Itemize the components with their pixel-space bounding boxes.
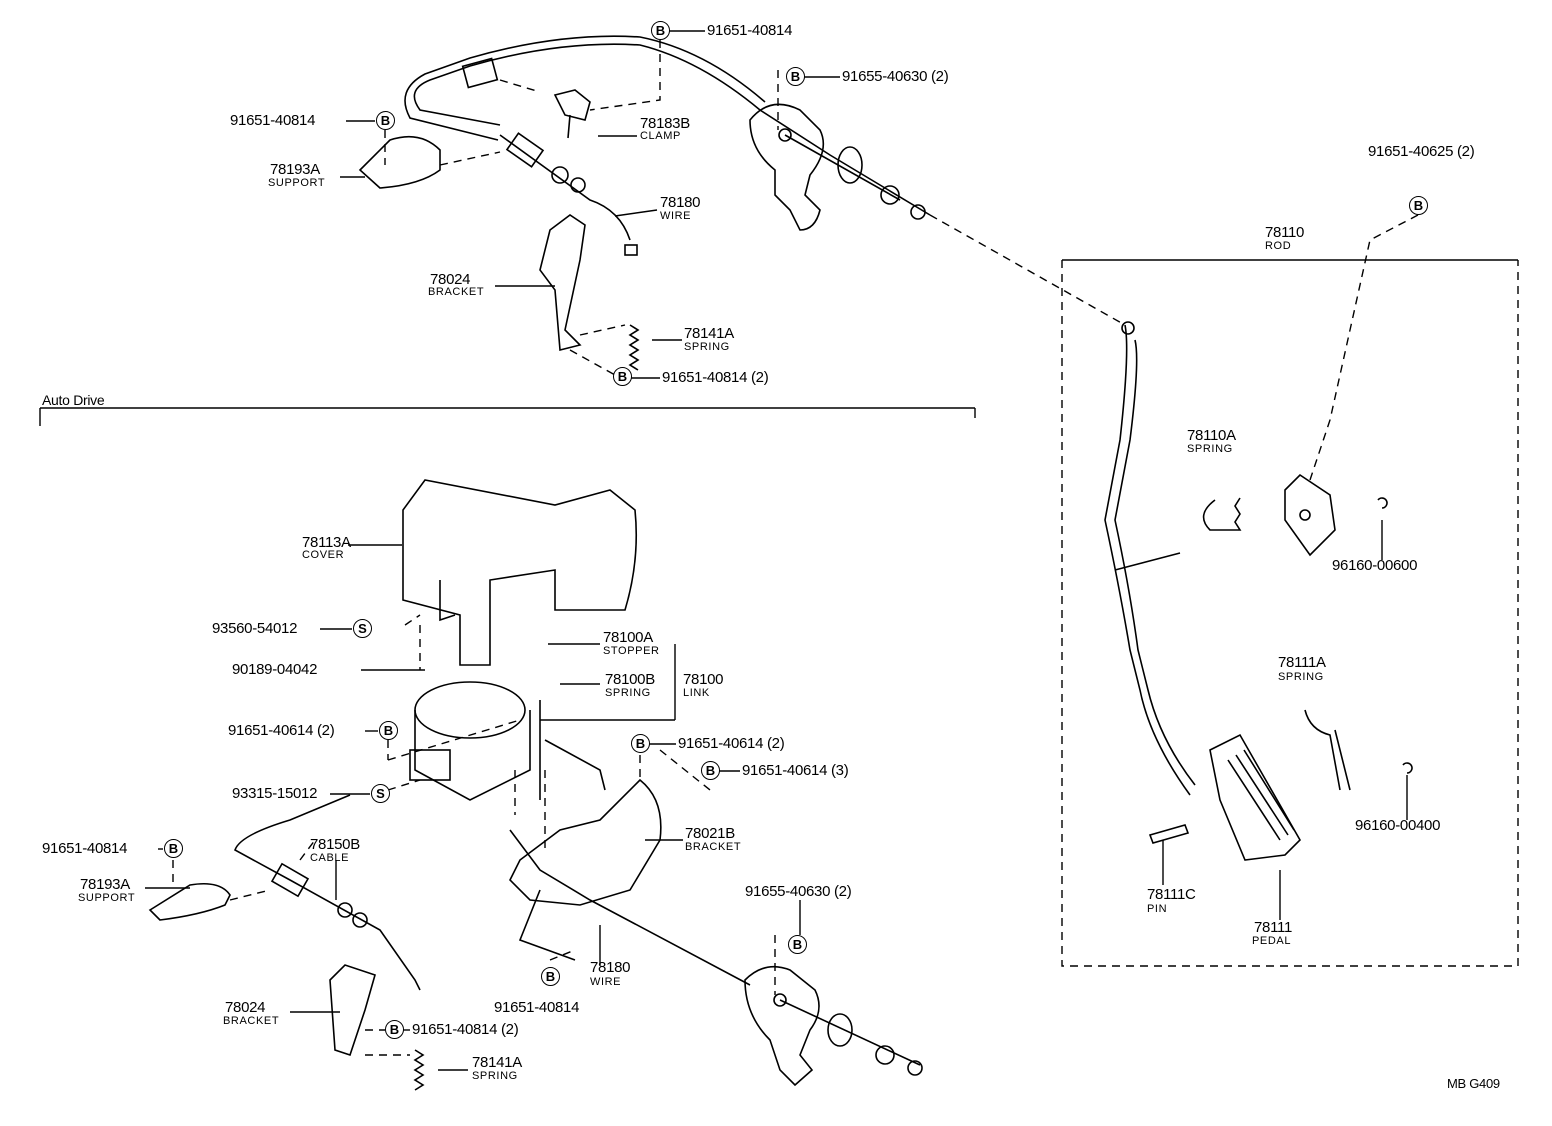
screw-symbol: S <box>353 619 372 638</box>
bolt-symbol: B <box>631 734 650 753</box>
part-number[interactable]: 78111C <box>1147 886 1196 903</box>
part-number[interactable]: 78183B <box>640 115 690 132</box>
part-number[interactable]: 78100A <box>603 629 653 646</box>
part-number[interactable]: 91651-40814 <box>230 112 316 129</box>
part-number[interactable]: 78180 <box>660 194 701 211</box>
part-number[interactable]: 91651-40614 (2) <box>228 722 335 739</box>
bolt-symbol: B <box>164 839 183 858</box>
part-name: PIN <box>1147 903 1168 915</box>
leader-lines <box>39 30 1518 1071</box>
dashed-lines <box>172 40 1519 1056</box>
top-pedal-bracket <box>749 103 926 231</box>
top-cable <box>404 35 931 256</box>
part-number[interactable]: 93315-15012 <box>232 785 318 802</box>
part-name: WIRE <box>590 976 622 988</box>
pedal-rod <box>1104 321 1196 796</box>
part-number[interactable]: 78111 <box>1254 919 1292 936</box>
part-name: SUPPORT <box>78 892 136 904</box>
part-name: LINK <box>683 687 710 699</box>
part-number[interactable]: 78100 <box>683 671 724 688</box>
part-number[interactable]: 90189-04042 <box>232 661 318 678</box>
bolt-symbol: B <box>786 67 805 86</box>
bolt-symbol: B <box>651 21 670 40</box>
part-number[interactable]: 96160-00400 <box>1355 817 1441 834</box>
part-name: SPRING <box>1187 443 1233 455</box>
part-number[interactable]: 91651-40814 (2) <box>412 1021 519 1038</box>
part-name: WIRE <box>660 210 692 222</box>
part-number[interactable]: 91655-40630 (2) <box>745 883 852 900</box>
auto-wire <box>509 829 751 986</box>
drawing-code: MB G409 <box>1447 1076 1500 1091</box>
part-number[interactable]: 78141A <box>684 325 734 342</box>
part-number[interactable]: 78024 <box>430 271 471 288</box>
part-name: SPRING <box>1278 671 1324 683</box>
part-number[interactable]: 78180 <box>590 959 631 976</box>
part-name: CLAMP <box>640 130 681 142</box>
auto-spring <box>413 1049 425 1091</box>
part-name: SPRING <box>472 1070 518 1082</box>
part-number[interactable]: 96160-00600 <box>1332 557 1418 574</box>
part-name: STOPPER <box>603 645 660 657</box>
pedal-pad <box>1209 733 1301 861</box>
auto-cable <box>234 794 421 991</box>
actuator <box>409 681 606 801</box>
part-number[interactable]: 93560-54012 <box>212 620 298 637</box>
part-name: BRACKET <box>428 286 485 298</box>
part-name: COVER <box>302 549 345 561</box>
top-clamp <box>553 89 591 139</box>
top-spring <box>628 324 640 371</box>
part-name: BRACKET <box>685 841 742 853</box>
bolt-symbol: B <box>701 761 720 780</box>
part-name: BRACKET <box>223 1015 280 1027</box>
part-number[interactable]: 91651-40814 <box>707 22 793 39</box>
part-number[interactable]: 78193A <box>270 161 320 178</box>
part-number[interactable]: 78141A <box>472 1054 522 1071</box>
auto-pedal-bracket <box>744 965 923 1087</box>
part-number[interactable]: 91651-40614 (2) <box>678 735 785 752</box>
part-number[interactable]: 78111A <box>1278 654 1326 671</box>
clips <box>1377 497 1413 774</box>
auto-bracket <box>509 778 662 906</box>
part-number[interactable]: 91651-40814 <box>494 999 580 1016</box>
part-number[interactable]: 78193A <box>80 876 130 893</box>
part-number[interactable]: 78113A <box>302 534 351 551</box>
bolt-symbol: B <box>379 721 398 740</box>
part-number[interactable]: 91651-40814 (2) <box>662 369 769 386</box>
pedal-plate <box>1284 473 1336 557</box>
rod-spring <box>1202 497 1242 531</box>
part-number[interactable]: 78100B <box>605 671 655 688</box>
part-number[interactable]: 78021B <box>685 825 735 842</box>
bolt-symbol: B <box>385 1020 404 1039</box>
part-name: SPRING <box>605 687 651 699</box>
part-number[interactable]: 78024 <box>225 999 266 1016</box>
auto-cover <box>402 479 638 666</box>
part-name: SUPPORT <box>268 177 326 189</box>
bolt-symbol: B <box>541 967 560 986</box>
part-number[interactable]: 78110A <box>1187 427 1236 444</box>
part-name: CABLE <box>310 852 350 864</box>
pedal-spring <box>1304 709 1351 791</box>
part-number[interactable]: 78110 <box>1265 224 1305 241</box>
part-number[interactable]: 91655-40630 (2) <box>842 68 949 85</box>
top-support <box>358 135 441 189</box>
top-bracket <box>539 214 586 352</box>
bolt-symbol: B <box>613 367 632 386</box>
part-number[interactable]: 91651-40625 (2) <box>1368 143 1475 160</box>
pin <box>1148 824 1190 844</box>
part-name: ROD <box>1265 240 1292 252</box>
bolt-symbol: B <box>1409 196 1428 215</box>
part-name: SPRING <box>684 341 730 353</box>
auto-support <box>148 882 231 921</box>
screw-symbol: S <box>371 784 390 803</box>
part-number[interactable]: 78150B <box>310 836 360 853</box>
bolt-symbol: B <box>788 935 807 954</box>
part-number[interactable]: 91651-40814 <box>42 840 128 857</box>
bolt-symbol: B <box>376 111 395 130</box>
auto-bracket-lower <box>329 964 376 1057</box>
part-number[interactable]: 91651-40614 (3) <box>742 762 849 779</box>
section-title: Auto Drive <box>42 392 105 408</box>
part-name: PEDAL <box>1252 935 1292 947</box>
